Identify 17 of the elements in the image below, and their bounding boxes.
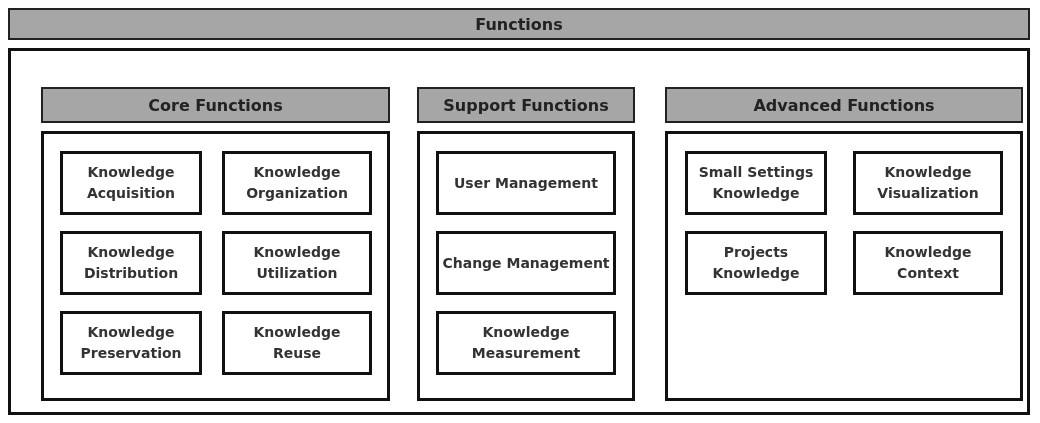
function-box: Knowledge Visualization [853,151,1003,215]
function-box: Change Management [436,231,616,295]
heading-band: Core Functions [41,87,390,123]
function-box: User Management [436,151,616,215]
heading-band: Advanced Functions [665,87,1023,123]
function-box: Knowledge Distribution [60,231,202,295]
function-box: Knowledge Preservation [60,311,202,375]
function-box: Knowledge Utilization [222,231,372,295]
function-box: Projects Knowledge [685,231,827,295]
function-box: Knowledge Reuse [222,311,372,375]
function-box: Small Settings Knowledge [685,151,827,215]
heading-band: Functions [8,8,1030,40]
function-box: Knowledge Measurement [436,311,616,375]
function-box: Knowledge Organization [222,151,372,215]
function-box: Knowledge Acquisition [60,151,202,215]
function-box: Knowledge Context [853,231,1003,295]
heading-band: Support Functions [417,87,635,123]
